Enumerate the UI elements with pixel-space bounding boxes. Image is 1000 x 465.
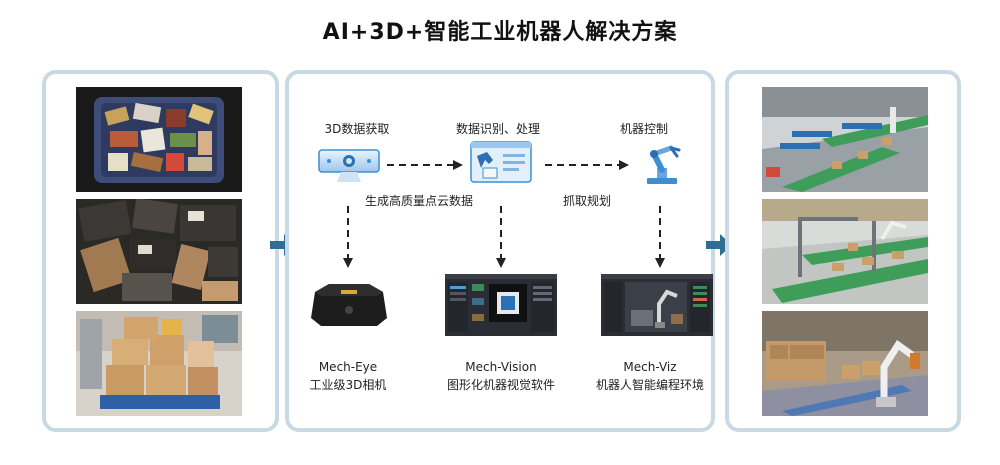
step-label-robot-control: 机器控制 <box>619 122 668 136</box>
application-scenes-panel <box>725 70 961 432</box>
product-desc-mech-eye: 工业级3D相机 <box>309 378 387 392</box>
sorting-line-scene-image <box>762 87 928 192</box>
dashed-arrow-2-icon <box>545 160 629 170</box>
3d-camera-icon <box>318 149 380 182</box>
dashed-arrow-1-icon <box>387 160 463 170</box>
dashed-arrow-down-2-icon <box>496 206 506 268</box>
product-name-mech-viz: Mech-Viz <box>623 360 677 374</box>
mech-vision-screenshot-image <box>445 274 557 336</box>
input-scenes-panel <box>42 70 279 432</box>
process-panel: 3D数据获取 数据识别、处理 机器控制 生成高质量点云数据 <box>285 70 715 432</box>
step-label-3d-acquisition: 3D数据获取 <box>324 122 390 136</box>
mixed-items-tray-photo <box>76 87 242 192</box>
pointcloud-label: 生成高质量点云数据 <box>365 194 474 208</box>
parcels-pile-photo <box>76 199 242 304</box>
conveyor-picking-scene-image <box>762 199 928 304</box>
product-desc-mech-vision: 图形化机器视觉软件 <box>446 378 555 392</box>
mech-eye-camera-image <box>311 284 387 326</box>
dashed-arrow-down-3-icon <box>655 206 665 268</box>
product-name-mech-vision: Mech-Vision <box>465 360 537 374</box>
dashed-arrow-down-1-icon <box>343 206 353 268</box>
robot-arm-icon <box>647 145 681 184</box>
palletizing-scene-image <box>762 311 928 416</box>
mech-viz-screenshot-image <box>601 274 713 336</box>
grasp-planning-label: 抓取规划 <box>563 194 612 208</box>
product-desc-mech-viz: 机器人智能编程环境 <box>595 378 704 392</box>
step-label-recognition: 数据识别、处理 <box>455 122 540 136</box>
cartons-on-pallet-photo <box>76 311 242 416</box>
product-name-mech-eye: Mech-Eye <box>318 360 378 374</box>
vision-software-icon <box>470 141 532 183</box>
page-title: AI+3D+智能工业机器人解决方案 <box>322 20 678 45</box>
